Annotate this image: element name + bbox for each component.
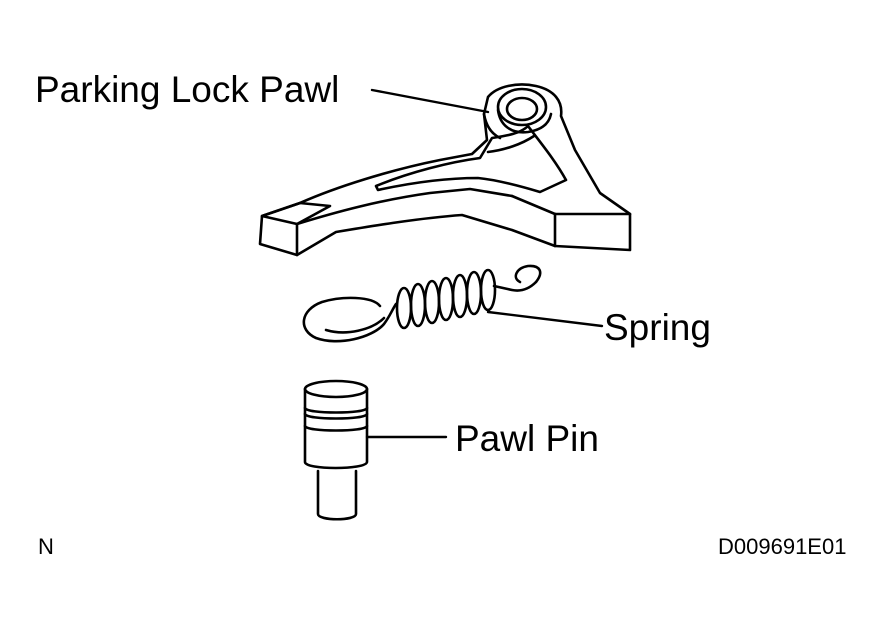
spring-part [302,264,542,343]
figure-code: D009691E01 [718,534,847,559]
parking-lock-pawl-label: Parking Lock Pawl [35,69,340,110]
pawl-pin-part [303,379,369,521]
pawl-pin-label: Pawl Pin [455,418,599,459]
spring-label: Spring [604,307,711,348]
spring-leader-line [486,310,604,328]
parking-lock-pawl-part [258,83,632,257]
orientation-mark: N [38,534,54,559]
pawl-leader-line [370,88,490,114]
